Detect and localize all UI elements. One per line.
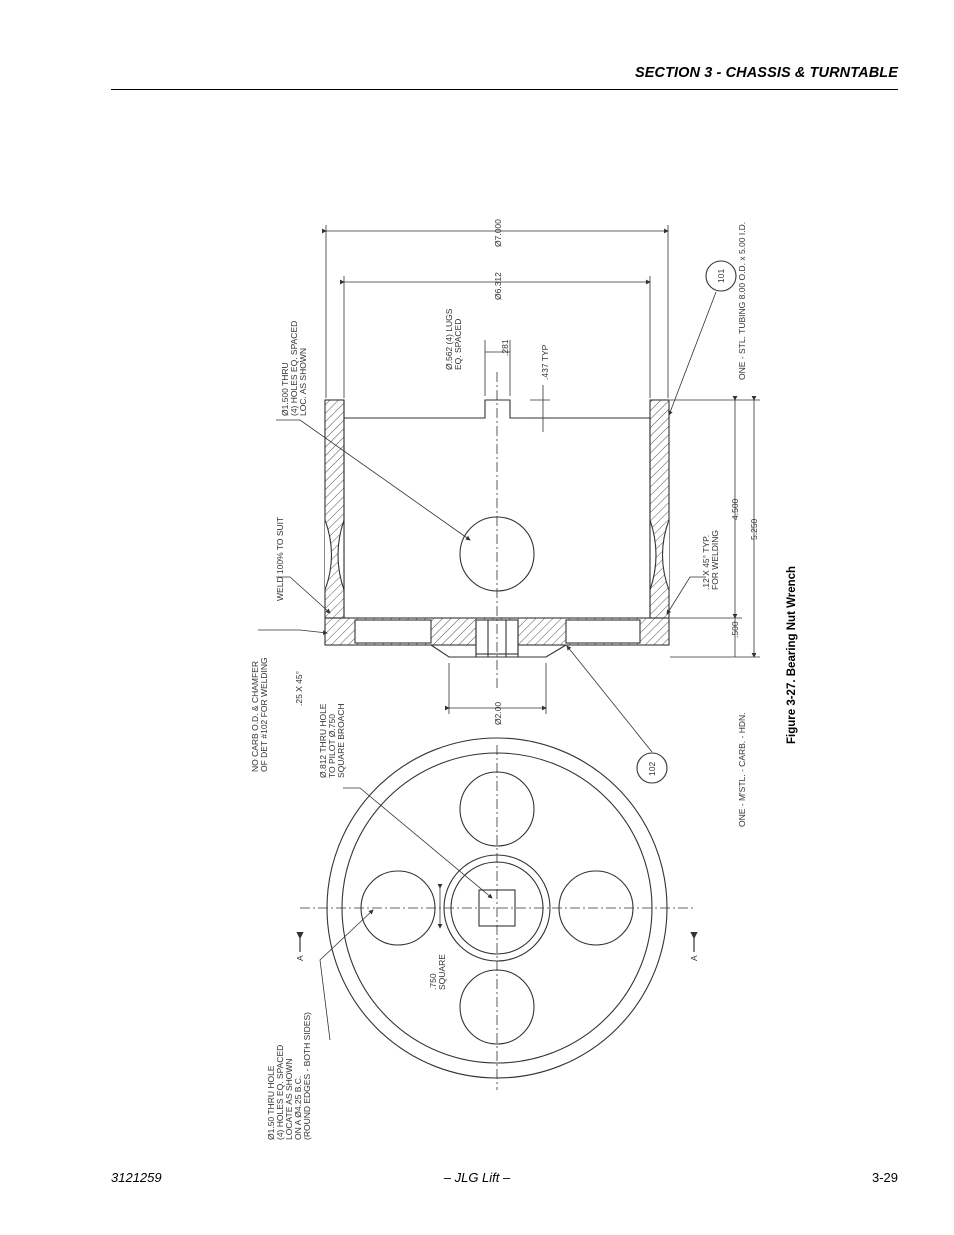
note-lugs-l1: Ø.562 (4) LUGS <box>444 308 454 370</box>
balloon-101 <box>705 260 737 292</box>
dim-437: .437 TYP <box>540 344 550 380</box>
note-holes-1500-l3: LOC. AS SHOWN <box>298 348 308 416</box>
note-no-carb-l2: OF DET #102 FOR WELDING <box>259 657 269 772</box>
footer-center-text: – JLG Lift – <box>443 1170 511 1185</box>
part-101-note: ONE - STL. TUBING 8.00 O.D. x 5.00 I.D. <box>737 222 747 380</box>
balloon-102 <box>636 752 668 784</box>
section-a-right: A <box>689 955 699 961</box>
tube-wall-right <box>649 399 670 619</box>
dim-5250: 5.250 <box>749 518 759 540</box>
note-holes-150-l1: Ø1.50 THRU HOLE <box>266 1065 276 1140</box>
dim-7000: Ø7.000 <box>493 219 503 247</box>
dim-500: .500 <box>730 621 740 638</box>
balloon-102-label: 102 <box>647 762 657 776</box>
section-view <box>258 225 760 784</box>
note-holes-150-l4: ON A Ø4.25 B.C. <box>293 1076 303 1140</box>
dim-750-l2: SQUARE <box>437 954 447 990</box>
dim-4500: 4.500 <box>730 498 740 520</box>
note-lugs-l2: EQ. SPACED <box>453 319 463 370</box>
part-102-note: ONE - M'STL. - CARB. - HDN. <box>737 713 747 828</box>
page-number: 3-29 <box>871 1170 898 1185</box>
dim-200: Ø2.00 <box>493 702 503 725</box>
dim-750-l1: .750 <box>428 973 438 990</box>
note-holes-150-l2: (4) HOLES EQ. SPACED <box>275 1045 285 1140</box>
note-holes-1500-l2: (4) HOLES EQ. SPACED <box>289 321 299 416</box>
balloon-101-label: 101 <box>716 269 726 283</box>
note-thru-812-l3: SQUARE BROACH <box>336 703 346 778</box>
note-holes-150-l5: (ROUND EDGES - BOTH SIDES) <box>302 1012 312 1140</box>
figure-caption: Figure 3-27. Bearing Nut Wrench <box>786 565 798 744</box>
end-view <box>296 737 698 1090</box>
dim-12x45-l1: .12 X 45° TYP. <box>701 535 711 590</box>
dim-281: .281 <box>500 339 510 356</box>
section-title: SECTION 3 - CHASSIS & TURNTABLE <box>634 65 898 81</box>
note-no-carb-l1: NO CARB O.D. & CHAMFER <box>250 661 260 772</box>
header-rule <box>111 89 898 90</box>
note-thru-812-l1: Ø.812 THRU HOLE <box>318 703 328 778</box>
note-holes-1500-l1: Ø1.500 THRU <box>280 362 290 416</box>
note-thru-812-l2: TO PILOT Ø.750 <box>327 714 337 778</box>
note-weld: WELD 100% TO SUIT <box>275 517 285 601</box>
dim-6312: Ø6.312 <box>493 272 503 300</box>
note-holes-150-l3: LOCATE AS SHOWN <box>284 1058 294 1140</box>
doc-number: 3121259 <box>111 1170 162 1185</box>
section-a-left: A <box>295 955 305 961</box>
dim-12x45-l2: FOR WELDING <box>710 530 720 590</box>
tube-wall-left <box>324 399 345 619</box>
note-chamfer-25: .25 X 45° <box>294 671 304 706</box>
